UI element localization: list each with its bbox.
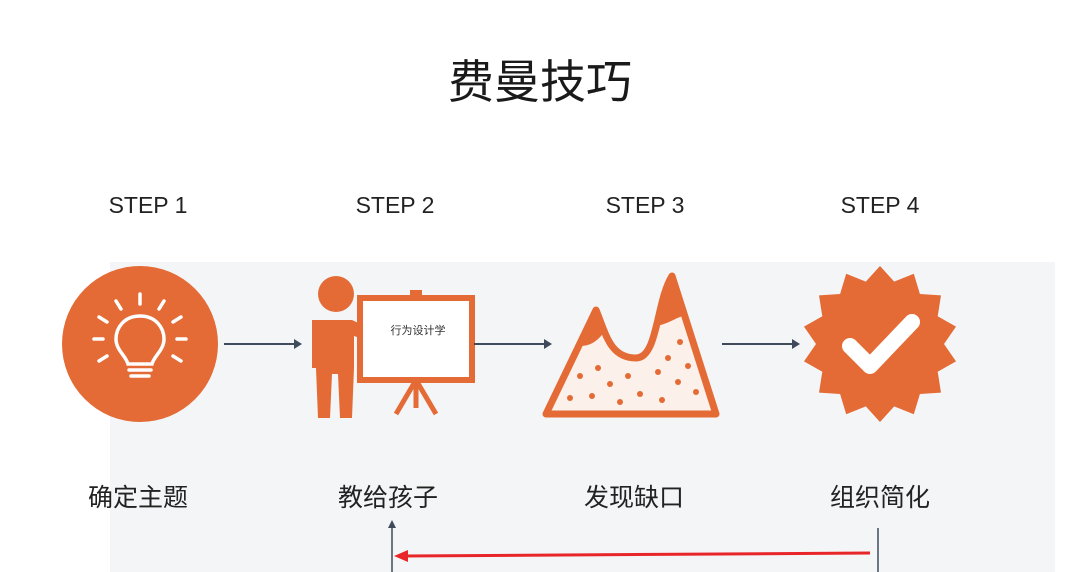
page-title: 费曼技巧 [448, 55, 632, 109]
arrow-right-3 [722, 339, 800, 349]
mountain-gap-icon [542, 272, 720, 418]
arrow-right-1 [224, 339, 302, 349]
step-1-label: STEP 1 [108, 192, 188, 218]
lightbulb-icon [62, 266, 218, 422]
step-2-label: STEP 2 [355, 192, 435, 218]
check-badge-icon [804, 266, 956, 422]
step-1-name: 确定主题 [87, 483, 188, 512]
step-2-name: 教给孩子 [337, 483, 438, 512]
board-text: 行为设计学 [391, 323, 446, 337]
feedback-loop-arrow [388, 520, 879, 572]
step-4-name: 组织简化 [829, 483, 930, 512]
teacher-board-icon: 行为设计学 [312, 276, 475, 418]
step-3-label: STEP 3 [605, 192, 685, 218]
step-4-label: STEP 4 [840, 192, 920, 218]
arrow-right-2 [474, 339, 552, 349]
step-3-name: 发现缺口 [583, 483, 684, 512]
